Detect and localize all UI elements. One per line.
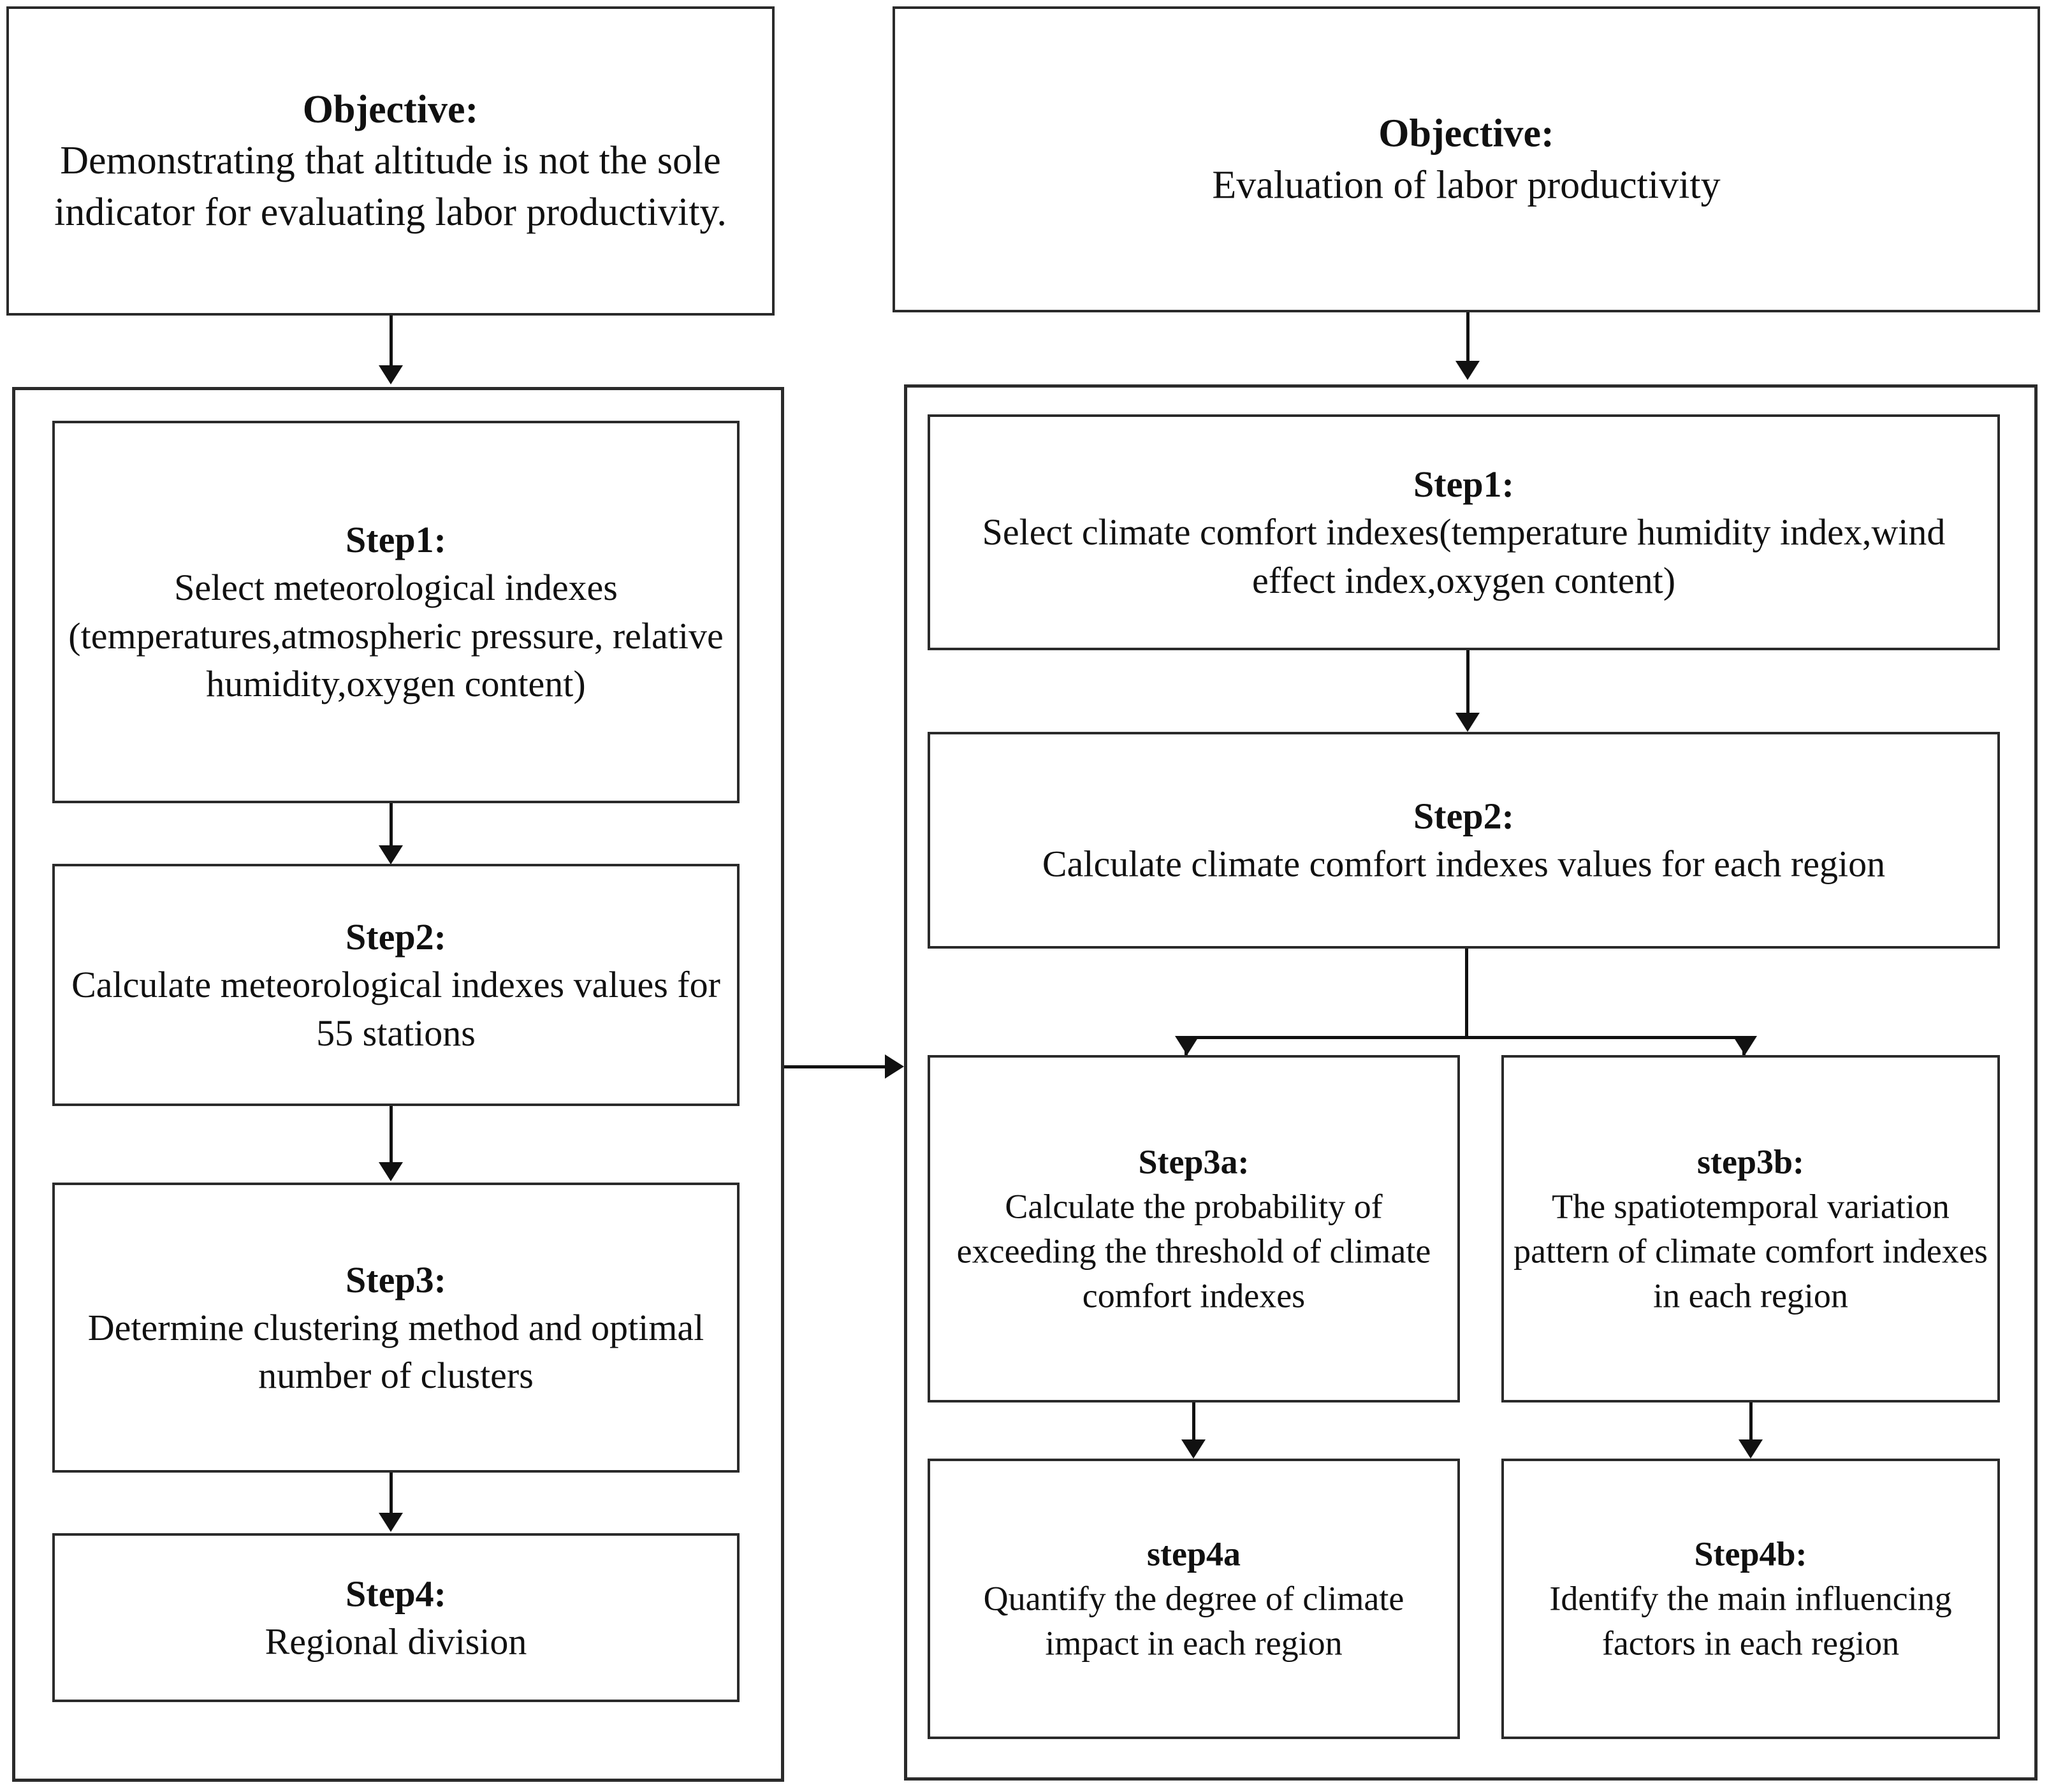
right-objective-text: Objective: Evaluation of labor productiv…	[895, 108, 2038, 210]
left-step1-to-step2-line	[390, 803, 393, 847]
right-step4b-title: Step4b:	[1694, 1534, 1807, 1573]
right-step3a-text: Step3a: Calculate the probability of exc…	[930, 1139, 1457, 1318]
left-step2-to-step3-line	[390, 1106, 393, 1163]
right-step3b-text: step3b: The spatiotemporal variation pat…	[1504, 1139, 1997, 1318]
right-step2-to-step3a-arrow	[1175, 1036, 1199, 1055]
left-step3-body: Determine clustering method and optimal …	[87, 1306, 704, 1397]
right-step3a-to-step4a-line	[1192, 1402, 1195, 1442]
left-to-right-connector-line	[784, 1065, 886, 1068]
right-step1-title: Step1:	[1413, 463, 1514, 505]
right-step3b-to-step4b-line	[1749, 1402, 1753, 1442]
left-step2-box: Step2: Calculate meteorological indexes …	[52, 864, 740, 1106]
left-step3-to-step4-arrow	[379, 1513, 403, 1532]
left-step1-box: Step1: Select meteorological indexes (te…	[52, 421, 740, 803]
left-step1-text: Step1: Select meteorological indexes (te…	[55, 516, 737, 708]
left-step3-title: Step3:	[346, 1258, 446, 1300]
left-step3-box: Step3: Determine clustering method and o…	[52, 1183, 740, 1473]
left-step4-box: Step4: Regional division	[52, 1533, 740, 1702]
left-objective-to-container-line	[390, 316, 393, 367]
right-step3b-to-step4b-arrow	[1739, 1439, 1763, 1459]
left-objective-body: Demonstrating that altitude is not the s…	[54, 139, 727, 234]
left-step1-body: Select meteorological indexes (temperatu…	[68, 567, 724, 705]
right-objective-to-container-line	[1466, 312, 1469, 362]
left-step4-body: Regional division	[265, 1621, 527, 1663]
left-objective-text: Objective: Demonstrating that altitude i…	[9, 84, 772, 238]
left-step2-to-step3-arrow	[379, 1162, 403, 1181]
right-step4a-text: step4a Quantify the degree of climate im…	[930, 1532, 1457, 1666]
right-objective-title: Objective:	[1378, 112, 1554, 156]
left-step2-title: Step2:	[346, 915, 446, 958]
right-step2-to-step3b-arrow	[1733, 1036, 1757, 1055]
right-step2-branch-stem	[1465, 949, 1468, 1038]
right-step2-box: Step2: Calculate climate comfort indexes…	[928, 732, 2000, 949]
right-step3a-title: Step3a:	[1138, 1142, 1250, 1181]
right-step3b-body: The spatiotemporal variation pattern of …	[1513, 1187, 1988, 1315]
left-objective-to-container-arrow	[379, 365, 403, 384]
left-step3-text: Step3: Determine clustering method and o…	[55, 1255, 737, 1399]
right-step1-to-step2-line	[1466, 650, 1469, 714]
right-step1-text: Step1: Select climate comfort indexes(te…	[930, 460, 1997, 604]
right-step2-body: Calculate climate comfort indexes values…	[1042, 843, 1886, 885]
left-step1-title: Step1:	[346, 519, 446, 561]
right-step4a-body: Quantify the degree of climate impact in…	[983, 1579, 1404, 1663]
right-objective-box: Objective: Evaluation of labor productiv…	[893, 6, 2040, 312]
right-step4a-title: step4a	[1147, 1534, 1241, 1573]
right-step1-body: Select climate comfort indexes(temperatu…	[982, 511, 1946, 601]
right-step4b-box: Step4b: Identify the main influencing fa…	[1501, 1459, 2000, 1739]
right-objective-body: Evaluation of labor productivity	[1212, 163, 1721, 207]
right-step3b-box: step3b: The spatiotemporal variation pat…	[1501, 1055, 2000, 1402]
left-step2-text: Step2: Calculate meteorological indexes …	[55, 913, 737, 1057]
right-step1-to-step2-arrow	[1455, 713, 1480, 732]
right-step3b-title: step3b:	[1696, 1142, 1804, 1181]
right-step3a-to-step4a-arrow	[1181, 1439, 1206, 1459]
right-step3a-box: Step3a: Calculate the probability of exc…	[928, 1055, 1460, 1402]
right-step2-title: Step2:	[1413, 795, 1514, 837]
left-step3-to-step4-line	[390, 1473, 393, 1514]
right-step3a-body: Calculate the probability of exceeding t…	[956, 1187, 1431, 1315]
left-step4-title: Step4:	[346, 1573, 446, 1615]
right-step2-branch-bar	[1185, 1036, 1746, 1039]
left-to-right-connector-arrow	[885, 1054, 904, 1079]
left-step2-body: Calculate meteorological indexes values …	[71, 964, 720, 1054]
right-step4b-text: Step4b: Identify the main influencing fa…	[1504, 1532, 1997, 1666]
left-objective-box: Objective: Demonstrating that altitude i…	[6, 6, 775, 316]
right-step4a-box: step4a Quantify the degree of climate im…	[928, 1459, 1460, 1739]
right-step4b-body: Identify the main influencing factors in…	[1549, 1579, 1952, 1663]
left-objective-title: Objective:	[302, 87, 479, 131]
right-step1-box: Step1: Select climate comfort indexes(te…	[928, 414, 2000, 650]
right-objective-to-container-arrow	[1455, 361, 1480, 380]
left-step1-to-step2-arrow	[379, 845, 403, 864]
right-step2-text: Step2: Calculate climate comfort indexes…	[930, 792, 1997, 889]
left-step4-text: Step4: Regional division	[55, 1570, 737, 1666]
